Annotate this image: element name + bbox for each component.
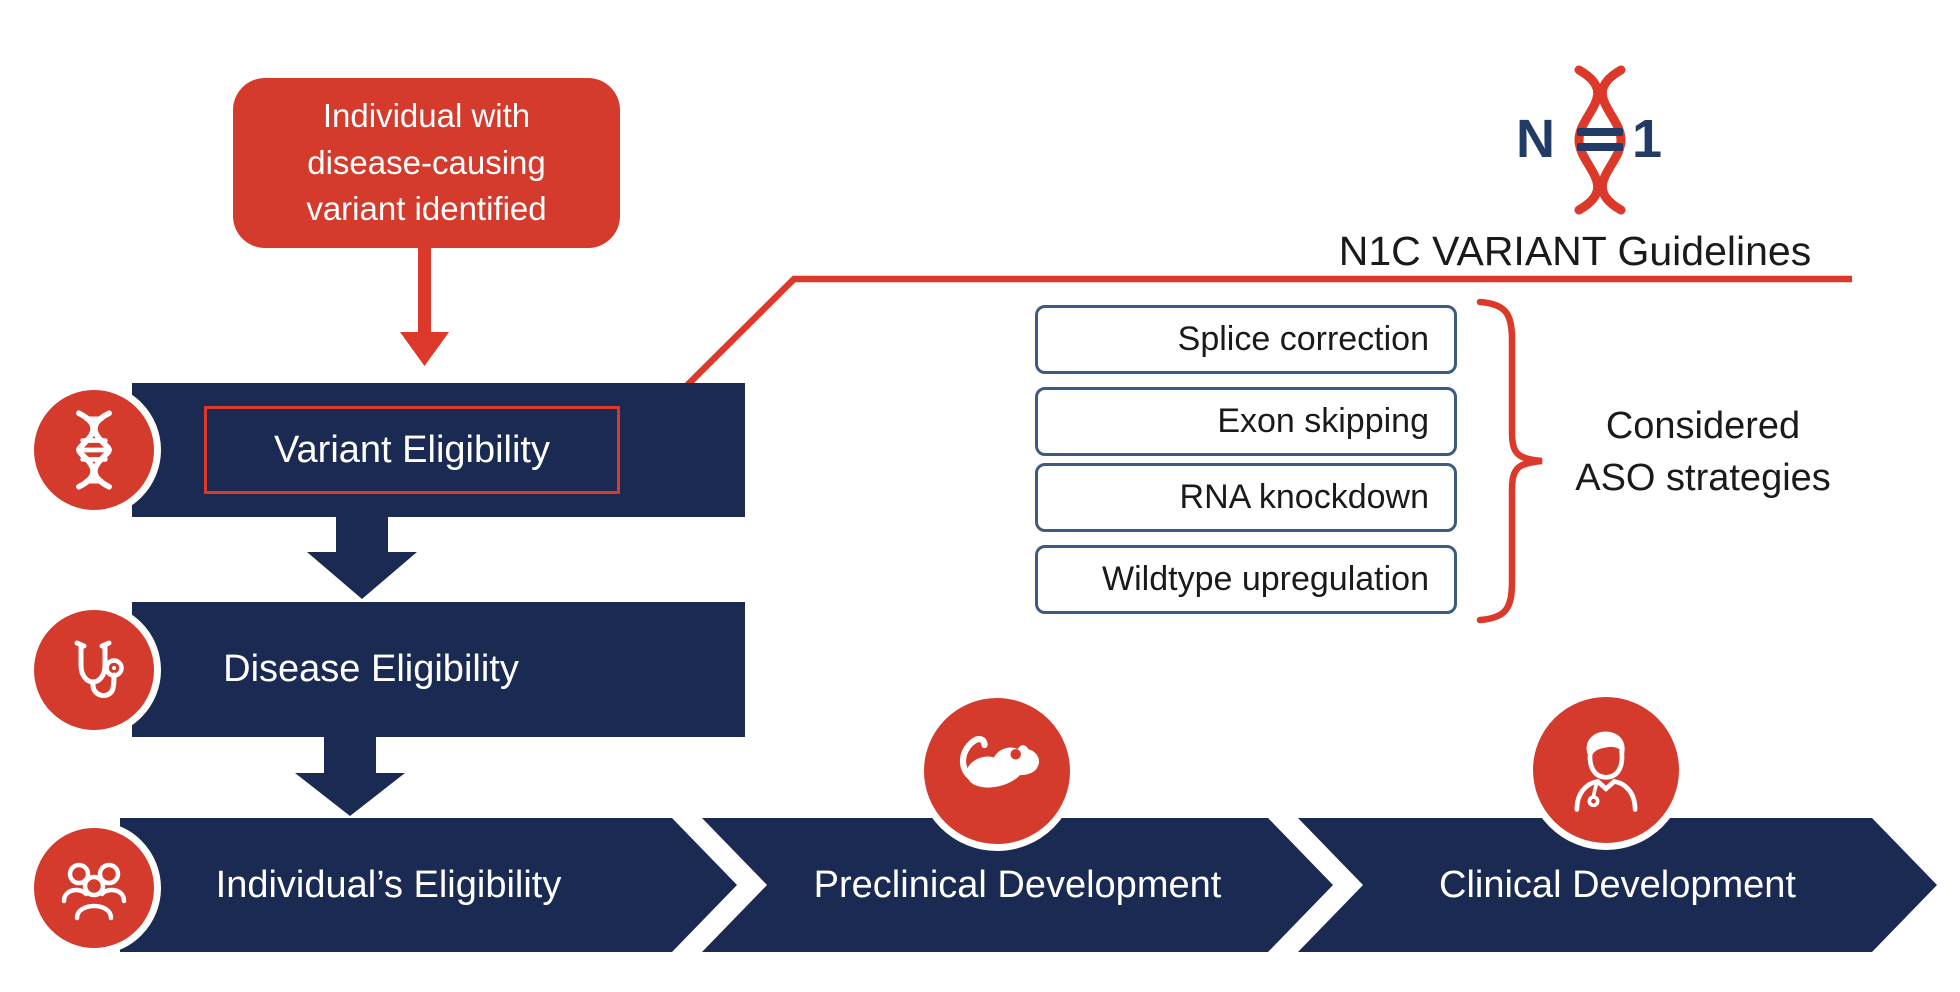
red-down-arrow-icon [400,248,449,366]
considered-aso-label: Considered ASO strategies [1548,400,1858,505]
logo-digit-one: 1 [1632,109,1663,169]
strategy-box-wildtype-upregulation: Wildtype upregulation [1035,545,1457,614]
disease-stage-badge [27,603,161,737]
banner-label: Clinical Development [1439,863,1796,906]
variant-stage-badge [27,383,161,517]
stethoscope-icon [74,640,124,698]
start-node-line: variant identified [306,190,547,228]
guidelines-title: N1C VARIANT Guidelines [1338,228,1812,274]
banner-individuals-eligibility: Individual’s Eligibility [120,818,737,952]
navy-down-arrow-icon [295,737,405,816]
mouse-icon [959,736,1040,788]
logo-letter-n: N [1516,109,1555,169]
curly-brace-icon [1476,298,1543,624]
banner-variant-eligibility: Variant Eligibility [132,383,745,517]
considered-aso-label-line: Considered [1605,405,1801,447]
considered-aso-label-line: ASO strategies [1575,457,1831,500]
dna-helix-logo-icon [1574,65,1626,215]
doctor-icon [1574,731,1638,812]
preclinical-stage-badge [917,691,1077,851]
start-node: Individual with disease-causing variant … [233,78,620,248]
banner-label: Disease Eligibility [223,648,519,690]
strategy-box-splice-correction: Splice correction [1035,305,1457,374]
banner-disease-eligibility: Disease Eligibility [132,602,745,737]
variant-highlight-rect: Variant Eligibility [204,406,620,494]
start-node-line: disease-causing [307,143,546,181]
clinical-stage-badge [1526,690,1686,850]
strategy-box-exon-skipping: Exon skipping [1035,387,1457,456]
individual-stage-badge [27,821,161,955]
navy-down-arrow-icon [307,516,417,599]
strategy-box-rna-knockdown: RNA knockdown [1035,463,1457,532]
start-node-line: Individual with [322,96,531,134]
dna-helix-icon [76,410,112,490]
banner-label: Variant Eligibility [274,428,550,471]
people-group-icon [61,862,127,921]
banner-label: Individual’s Eligibility [215,863,562,906]
banner-label: Preclinical Development [813,863,1222,906]
